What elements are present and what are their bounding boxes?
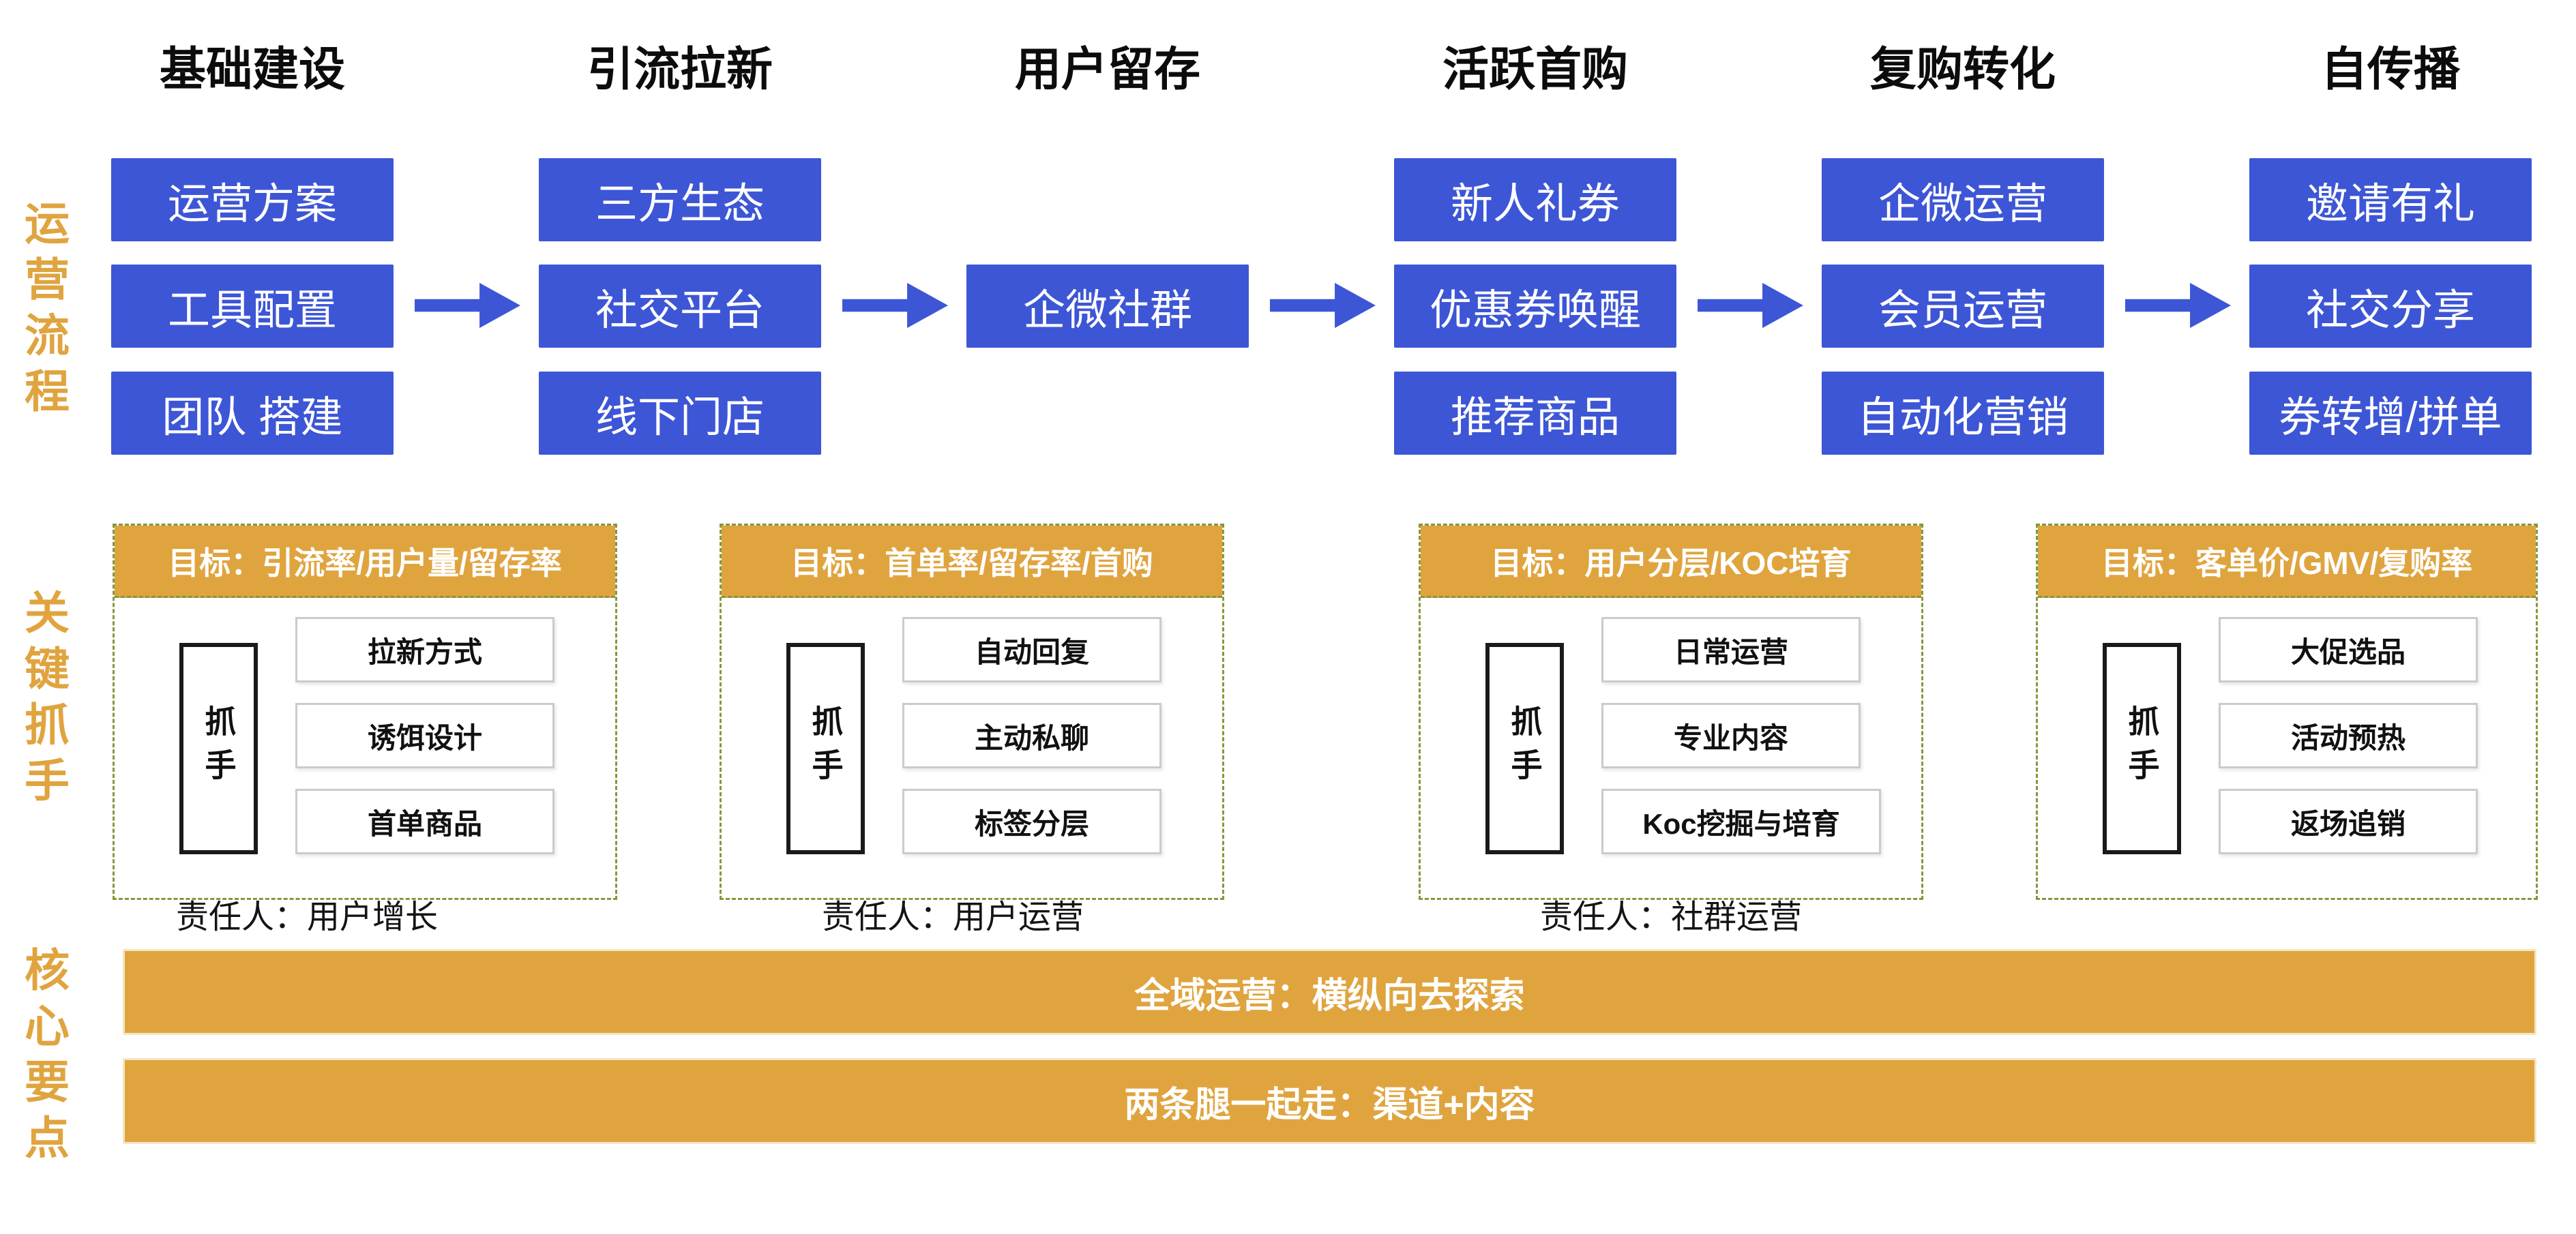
owner-label: 责任人：社群运营: [1539, 899, 1802, 935]
flow-box: 线下门店: [539, 372, 821, 455]
goal-card-header: 目标：首单率/留存率/首购: [722, 526, 1222, 598]
goal-card: 目标：用户分层/KOC培育 抓手 日常运营 专业内容 Koc挖掘与培育: [1419, 524, 1923, 900]
column-header-acquisition: 引流拉新: [587, 43, 773, 95]
handle-box: 抓手: [1485, 643, 1564, 854]
flow-box: 社交平台: [539, 265, 821, 348]
flow-box: 推荐商品: [1394, 372, 1676, 455]
flow-box: 社交分享: [2249, 265, 2532, 348]
flow-arrow-icon: [2125, 277, 2231, 333]
flow-box: 券转增/拼单: [2249, 372, 2532, 455]
column-header-repurchase: 复购转化: [1869, 43, 2056, 95]
tactic-box: 拉新方式: [295, 617, 554, 682]
side-label-core-points: 核心要点: [18, 946, 69, 1170]
goal-card-header: 目标：引流率/用户量/留存率: [115, 526, 615, 598]
column-header-self-spread: 自传播: [2320, 43, 2460, 95]
tactic-box: 标签分层: [902, 789, 1161, 854]
flow-box: 运营方案: [111, 158, 394, 241]
flow-box: 优惠券唤醒: [1394, 265, 1676, 348]
handle-box: 抓手: [179, 643, 258, 854]
tactic-box: 大促选品: [2219, 617, 2478, 682]
handle-box: 抓手: [2103, 643, 2181, 854]
owner-label: 责任人：用户增长: [175, 899, 438, 935]
handle-box: 抓手: [786, 643, 865, 854]
flow-box: 企微社群: [966, 265, 1249, 348]
tactic-box: Koc挖掘与培育: [1601, 789, 1881, 854]
key-point-bar: 两条腿一起走：渠道+内容: [123, 1058, 2536, 1144]
flow-arrow-icon: [1698, 277, 1803, 333]
tactic-box: 返场追销: [2219, 789, 2478, 854]
owner-label: 责任人：用户运营: [821, 899, 1084, 935]
flow-box: 新人礼券: [1394, 158, 1676, 241]
flow-box: 会员运营: [1822, 265, 2104, 348]
tactic-box: 日常运营: [1601, 617, 1861, 682]
tactic-box: 首单商品: [295, 789, 554, 854]
flow-arrow-icon: [1270, 277, 1376, 333]
goal-card-header: 目标：用户分层/KOC培育: [1421, 526, 1921, 598]
flow-box: 邀请有礼: [2249, 158, 2532, 241]
key-point-bar: 全域运营：横纵向去探索: [123, 949, 2536, 1035]
column-header-retention: 用户留存: [1014, 43, 1200, 95]
flow-box: 工具配置: [111, 265, 394, 348]
tactic-box: 主动私聊: [902, 703, 1161, 768]
flow-arrow-icon: [842, 277, 948, 333]
goal-card: 目标：首单率/留存率/首购 抓手 自动回复 主动私聊 标签分层: [720, 524, 1224, 900]
side-label-operation-flow: 运营流程: [18, 200, 69, 423]
column-header-foundation: 基础建设: [159, 43, 345, 95]
tactic-box: 活动预热: [2219, 703, 2478, 768]
tactic-box: 诱饵设计: [295, 703, 554, 768]
tactic-box: 自动回复: [902, 617, 1161, 682]
flow-box: 团队 搭建: [111, 372, 394, 455]
goal-card-header: 目标：客单价/GMV/复购率: [2038, 526, 2536, 598]
flow-box: 自动化营销: [1822, 372, 2104, 455]
flow-box: 三方生态: [539, 158, 821, 241]
flow-box: 企微运营: [1822, 158, 2104, 241]
goal-card: 目标：引流率/用户量/留存率 抓手 拉新方式 诱饵设计 首单商品: [113, 524, 617, 900]
tactic-box: 专业内容: [1601, 703, 1861, 768]
side-label-key-handles: 关键抓手: [18, 589, 69, 813]
goal-card: 目标：客单价/GMV/复购率 抓手 大促选品 活动预热 返场追销: [2036, 524, 2538, 900]
flow-arrow-icon: [415, 277, 520, 333]
column-header-first-purchase: 活跃首购: [1442, 43, 1628, 95]
